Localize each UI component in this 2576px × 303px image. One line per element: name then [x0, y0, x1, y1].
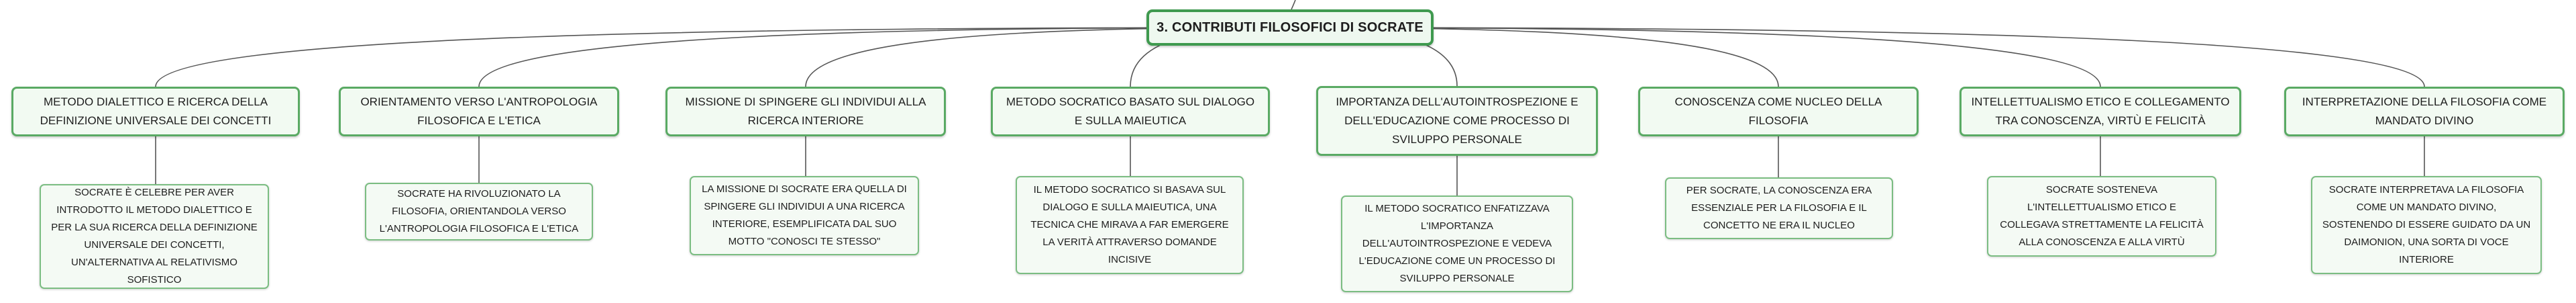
detail-self-introspection[interactable]: IL METODO SOCRATICO ENFATIZZAVA L'IMPORT… [1341, 196, 1573, 292]
detail-socratic-dialogue[interactable]: IL METODO SOCRATICO SI BASAVA SUL DIALOG… [1016, 176, 1244, 274]
topic-label: METODO SOCRATICO BASATO SUL DIALOGO E SU… [1006, 95, 1255, 127]
topic-label: CONOSCENZA COME NUCLEO DELLA FILOSOFIA [1674, 95, 1882, 127]
detail-text: SOCRATE SOSTENEVA L'INTELLETTUALISMO ETI… [2000, 184, 2204, 248]
root-to-topic-connector [1289, 27, 2425, 87]
topic-ethical-intellectualism[interactable]: INTELLETTUALISMO ETICO E COLLEGAMENTO TR… [1960, 87, 2241, 136]
detail-text: SOCRATE INTERPRETAVA LA FILOSOFIA COME U… [2322, 184, 2531, 265]
detail-text: SOCRATE È CELEBRE PER AVER INTRODOTTO IL… [51, 187, 258, 286]
root-to-topic-connector [155, 27, 1291, 87]
topic-divine-mandate[interactable]: INTERPRETAZIONE DELLA FILOSOFIA COME MAN… [2284, 87, 2565, 136]
topic-label: INTELLETTUALISMO ETICO E COLLEGAMENTO TR… [1971, 95, 2230, 127]
topic-inner-search[interactable]: MISSIONE DI SPINGERE GLI INDIVIDUI ALLA … [665, 87, 946, 136]
root-node[interactable]: 3. CONTRIBUTI FILOSOFICI DI SOCRATE [1146, 9, 1434, 46]
topic-anthropology-ethics[interactable]: ORIENTAMENTO VERSO L'ANTROPOLOGIA FILOSO… [339, 87, 619, 136]
detail-text: LA MISSIONE DI SOCRATE ERA QUELLA DI SPI… [702, 183, 907, 247]
detail-text: IL METODO SOCRATICO SI BASAVA SUL DIALOG… [1030, 184, 1229, 265]
detail-dialectic-method[interactable]: SOCRATE È CELEBRE PER AVER INTRODOTTO IL… [40, 184, 269, 289]
topic-label: ORIENTAMENTO VERSO L'ANTROPOLOGIA FILOSO… [360, 95, 598, 127]
topic-self-introspection[interactable]: IMPORTANZA DELL'AUTOINTROSPEZIONE E DELL… [1316, 86, 1598, 156]
detail-inner-search[interactable]: LA MISSIONE DI SOCRATE ERA QUELLA DI SPI… [690, 176, 919, 255]
root-top-connector [1291, 0, 1296, 10]
detail-anthropology-ethics[interactable]: SOCRATE HA RIVOLUZIONATO LA FILOSOFIA, O… [365, 183, 593, 241]
detail-knowledge-core[interactable]: PER SOCRATE, LA CONOSCENZA ERA ESSENZIAL… [1665, 177, 1893, 239]
topic-label: IMPORTANZA DELL'AUTOINTROSPEZIONE E DELL… [1336, 95, 1578, 146]
topic-dialectic-method[interactable]: METODO DIALETTICO E RICERCA DELLA DEFINI… [11, 87, 300, 136]
detail-text: SOCRATE HA RIVOLUZIONATO LA FILOSOFIA, O… [379, 188, 579, 234]
detail-text: IL METODO SOCRATICO ENFATIZZAVA L'IMPORT… [1358, 203, 1556, 284]
root-to-topic-connector [478, 27, 1291, 87]
topic-label: MISSIONE DI SPINGERE GLI INDIVIDUI ALLA … [685, 95, 926, 127]
detail-divine-mandate[interactable]: SOCRATE INTERPRETAVA LA FILOSOFIA COME U… [2311, 176, 2542, 274]
topic-knowledge-core[interactable]: CONOSCENZA COME NUCLEO DELLA FILOSOFIA [1638, 87, 1919, 136]
topic-label: INTERPRETAZIONE DELLA FILOSOFIA COME MAN… [2302, 95, 2547, 127]
topic-socratic-dialogue[interactable]: METODO SOCRATICO BASATO SUL DIALOGO E SU… [991, 87, 1270, 136]
topic-label: METODO DIALETTICO E RICERCA DELLA DEFINI… [40, 95, 272, 127]
detail-ethical-intellectualism[interactable]: SOCRATE SOSTENEVA L'INTELLETTUALISMO ETI… [1987, 176, 2216, 257]
root-label: 3. CONTRIBUTI FILOSOFICI DI SOCRATE [1157, 19, 1424, 35]
detail-text: PER SOCRATE, LA CONOSCENZA ERA ESSENZIAL… [1686, 185, 1872, 231]
